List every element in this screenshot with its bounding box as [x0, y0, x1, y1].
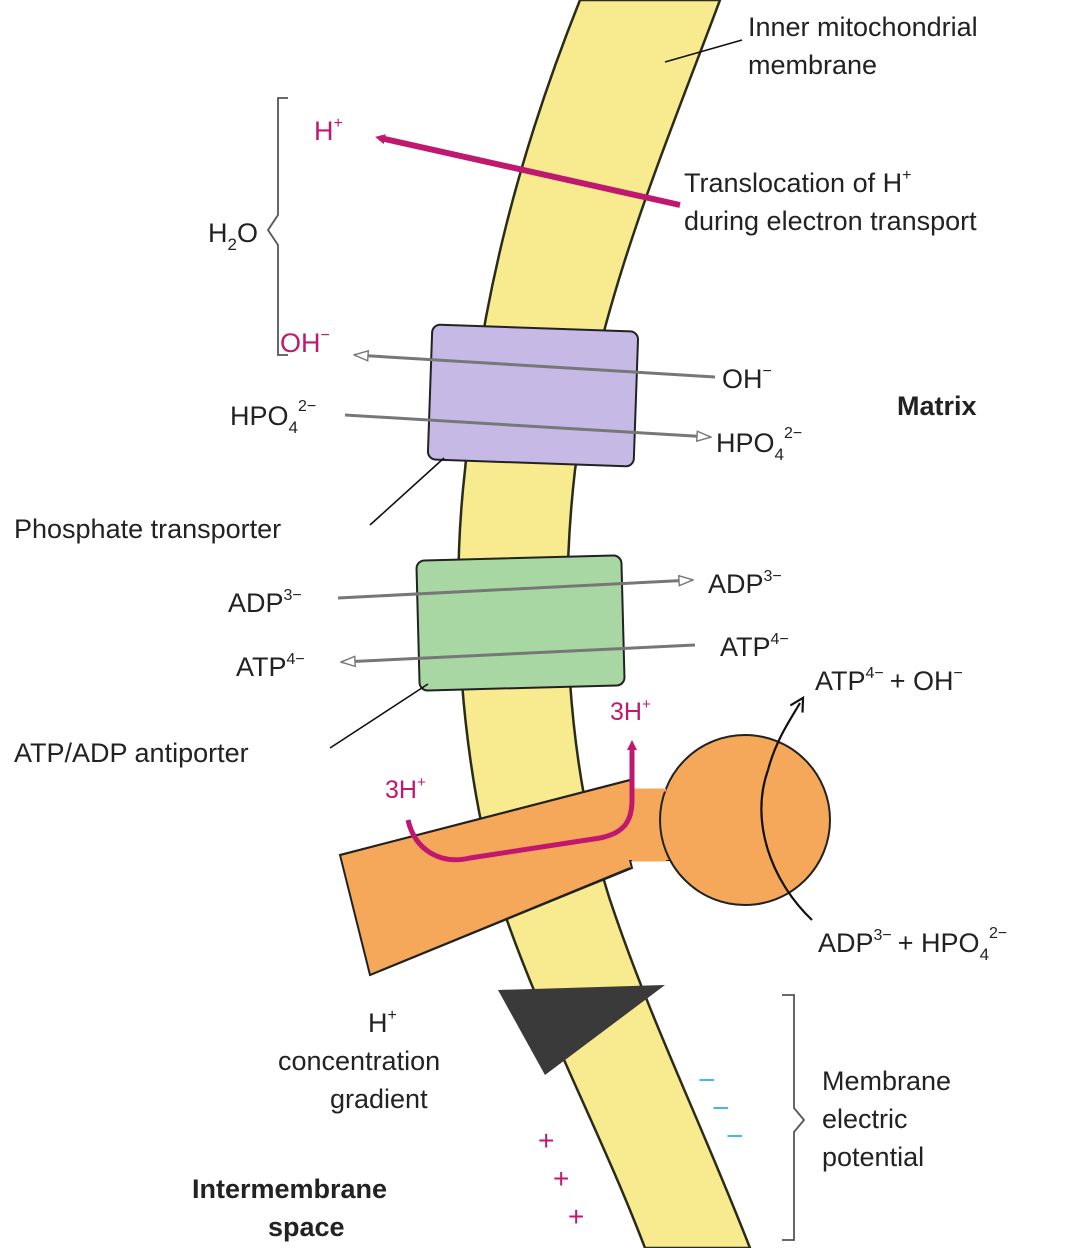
intermembrane-label-line2: space: [268, 1212, 345, 1242]
phosphate-transporter-label: Phosphate transporter: [14, 514, 281, 544]
intermembrane-label-line1: Intermembrane: [192, 1174, 387, 1204]
antiporter-leader: [330, 684, 428, 748]
hpo4-right-label: HPO42−: [716, 425, 802, 464]
minus-sign: −: [726, 1120, 744, 1153]
three-h-left-label: 3H+: [385, 774, 426, 804]
h2o-label: H2O: [208, 218, 258, 254]
atp-right-label: ATP4−: [720, 631, 789, 662]
potential-label-line1: Membrane: [822, 1066, 951, 1096]
phosphate-transporter-box: [428, 324, 639, 466]
atp-left-label: ATP4−: [236, 651, 305, 682]
h2o-bracket: [268, 98, 288, 355]
gradient-h-label: H+: [368, 1007, 397, 1038]
adp-right-label: ADP3−: [708, 568, 782, 599]
matrix-label: Matrix: [897, 391, 977, 421]
inner-membrane-label-line1: Inner mitochondrial: [748, 12, 978, 42]
adp-left-label: ADP3−: [228, 587, 302, 618]
potential-bracket: [782, 995, 804, 1240]
atp-oh-product-label: ATP4−+ OH−: [815, 665, 963, 696]
potential-label-line3: potential: [822, 1142, 924, 1172]
adp-hpo4-substrate-label: ADP3−+ HPO42−: [818, 925, 1007, 964]
plus-sign: +: [553, 1163, 569, 1194]
antiporter-box: [416, 555, 624, 690]
h-plus-label: H+: [314, 115, 343, 146]
gradient-label-line1: concentration: [278, 1046, 440, 1076]
oh-right-label: OH−: [722, 363, 772, 394]
oh-left-label: OH−: [280, 327, 330, 358]
translocation-label-line2: during electron transport: [684, 206, 977, 236]
inner-membrane-label-line2: membrane: [748, 50, 877, 80]
hpo4-left-label: HPO42−: [230, 398, 316, 437]
plus-sign: +: [568, 1201, 584, 1232]
antiporter-label: ATP/ADP antiporter: [14, 738, 249, 768]
plus-sign: +: [538, 1125, 554, 1156]
potential-label-line2: electric: [822, 1104, 908, 1134]
translocation-label-line1: Translocation of H+: [684, 167, 911, 198]
gradient-label-line2: gradient: [330, 1084, 428, 1114]
phosphate-transporter-leader: [370, 458, 444, 525]
three-h-top-label: 3H+: [610, 696, 651, 726]
